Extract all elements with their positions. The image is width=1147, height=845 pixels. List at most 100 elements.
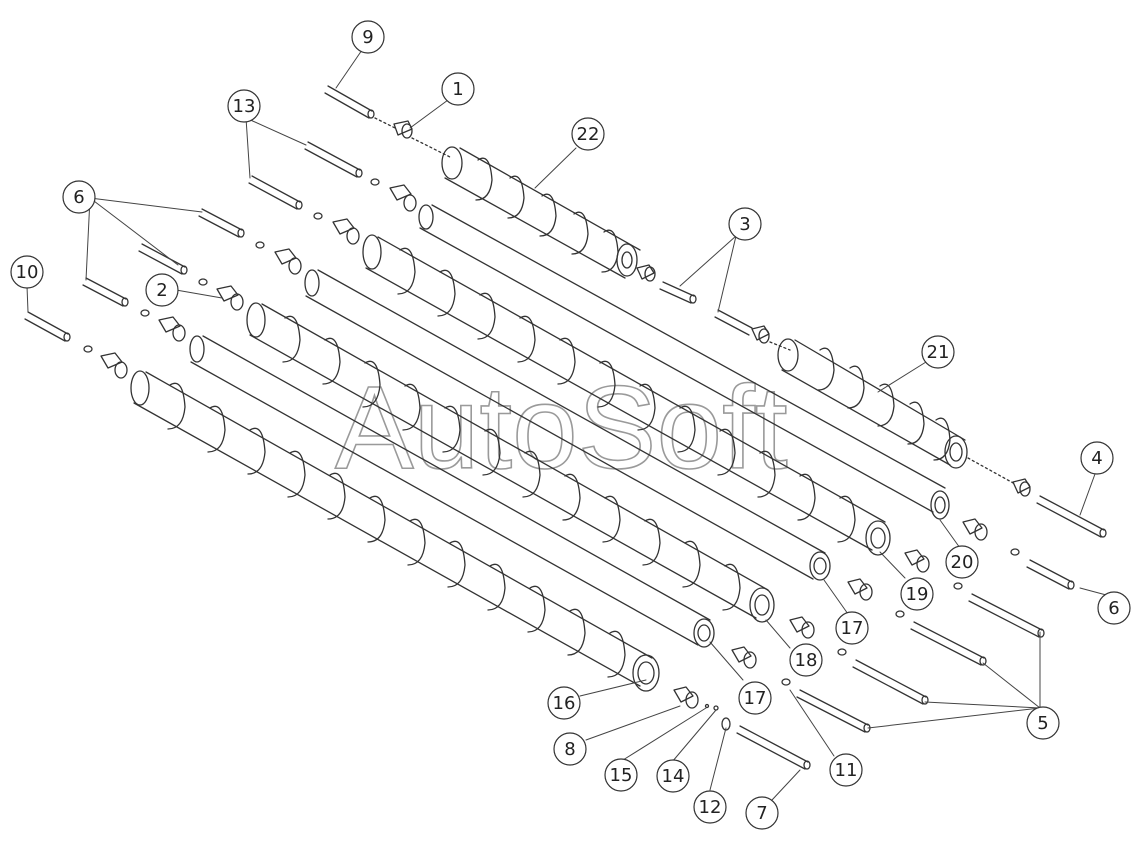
ring <box>198 278 208 286</box>
fitting-2 <box>216 285 244 311</box>
ring <box>781 678 791 686</box>
svg-text:1: 1 <box>452 79 463 100</box>
pin-10 <box>24 311 71 342</box>
fitting-row19 <box>332 218 360 245</box>
callout-12: 12 <box>693 790 727 824</box>
pin-3-top <box>659 281 697 304</box>
callout-16: 16 <box>547 686 581 720</box>
pin-7 <box>736 725 811 770</box>
ring <box>255 241 265 249</box>
svg-text:22: 22 <box>577 124 600 145</box>
svg-text:7: 7 <box>756 803 767 824</box>
pin-6-upper <box>198 208 245 238</box>
svg-text:13: 13 <box>233 96 256 117</box>
fitting-21-left <box>751 325 770 344</box>
fitting-8 <box>673 686 699 709</box>
ring <box>313 212 323 220</box>
svg-text:18: 18 <box>795 650 818 671</box>
callout-17-upper: 17 <box>835 611 869 645</box>
pin-13-lower <box>248 175 303 210</box>
svg-text:10: 10 <box>16 262 39 283</box>
auger-tube-16 <box>130 370 660 692</box>
ring <box>837 648 847 656</box>
plain-tube-20 <box>418 204 950 520</box>
svg-text:4: 4 <box>1091 448 1102 469</box>
callout-10: 10 <box>10 255 44 289</box>
auger-row-19 <box>248 175 1045 638</box>
callout-5: 5 <box>1026 706 1060 740</box>
callout-2: 2 <box>145 273 179 307</box>
fitting-row20 <box>389 184 417 212</box>
svg-text:11: 11 <box>835 760 858 781</box>
auger-row-22 <box>324 85 697 304</box>
svg-text:12: 12 <box>699 797 722 818</box>
fitting-row16 <box>100 352 128 379</box>
svg-text:6: 6 <box>73 187 84 208</box>
pin-6-lower <box>82 277 129 307</box>
ring <box>1010 548 1020 556</box>
callout-9: 9 <box>351 20 385 54</box>
tube-row-20 <box>304 141 1075 590</box>
tube-row-17a <box>198 208 987 666</box>
auger-row-16 <box>24 311 811 770</box>
svg-text:5: 5 <box>1037 713 1048 734</box>
watermark: AutoSoft <box>335 362 788 494</box>
callout-21: 21 <box>921 335 955 369</box>
callout-6-left: 6 <box>62 180 96 214</box>
pin-5-c <box>852 659 929 705</box>
plain-tube-17-upper <box>304 269 831 581</box>
ring <box>140 309 150 317</box>
auger-tube-21 <box>777 338 968 469</box>
svg-text:3: 3 <box>739 214 750 235</box>
svg-text:16: 16 <box>553 693 576 714</box>
plain-tube-17-lower <box>189 335 715 648</box>
small-part-15 <box>704 703 710 709</box>
svg-text:17: 17 <box>841 618 864 639</box>
callout-14: 14 <box>656 759 690 793</box>
callout-15: 15 <box>604 758 638 792</box>
pin-9 <box>324 85 375 119</box>
ring <box>953 582 963 590</box>
svg-text:9: 9 <box>362 27 373 48</box>
auger-tube-18 <box>246 302 775 623</box>
auger-row-18 <box>138 243 929 705</box>
small-part-14 <box>713 705 719 711</box>
fitting-row17b-right <box>731 646 757 669</box>
pin-6-middle <box>138 243 188 275</box>
auger-tube-22 <box>441 146 641 279</box>
callout-13: 13 <box>227 89 261 123</box>
callout-22: 22 <box>571 117 605 151</box>
callout-19: 19 <box>900 577 934 611</box>
fitting-row20-right <box>962 518 988 541</box>
callout-7: 7 <box>745 796 779 830</box>
ring <box>370 178 380 186</box>
auger-row-21 <box>714 309 1107 538</box>
pin-5-b <box>910 621 987 666</box>
pin-6-right <box>1026 559 1075 590</box>
callout-20: 20 <box>945 545 979 579</box>
fitting-3-left <box>636 264 656 282</box>
svg-text:21: 21 <box>927 342 950 363</box>
svg-text:19: 19 <box>906 584 929 605</box>
auger-tube-19 <box>362 234 891 556</box>
pin-4 <box>1036 495 1107 538</box>
svg-text:17: 17 <box>744 688 767 709</box>
svg-text:20: 20 <box>951 552 974 573</box>
callout-18: 18 <box>789 643 823 677</box>
fitting-row18-right <box>789 616 815 639</box>
svg-text:2: 2 <box>156 280 167 301</box>
svg-text:6: 6 <box>1108 598 1119 619</box>
callout-1: 1 <box>441 72 475 106</box>
callout-4: 4 <box>1080 441 1114 475</box>
svg-text:14: 14 <box>662 766 685 787</box>
tube-row-17b <box>82 277 871 733</box>
fitting-row19-right <box>904 549 930 573</box>
fitting-row17a <box>274 248 302 275</box>
callout-6-right: 6 <box>1097 591 1131 625</box>
callout-3: 3 <box>728 207 762 241</box>
callout-11: 11 <box>829 753 863 787</box>
ring <box>895 610 905 618</box>
callout-17-lower: 17 <box>738 681 772 715</box>
pin-5-a <box>968 593 1045 638</box>
